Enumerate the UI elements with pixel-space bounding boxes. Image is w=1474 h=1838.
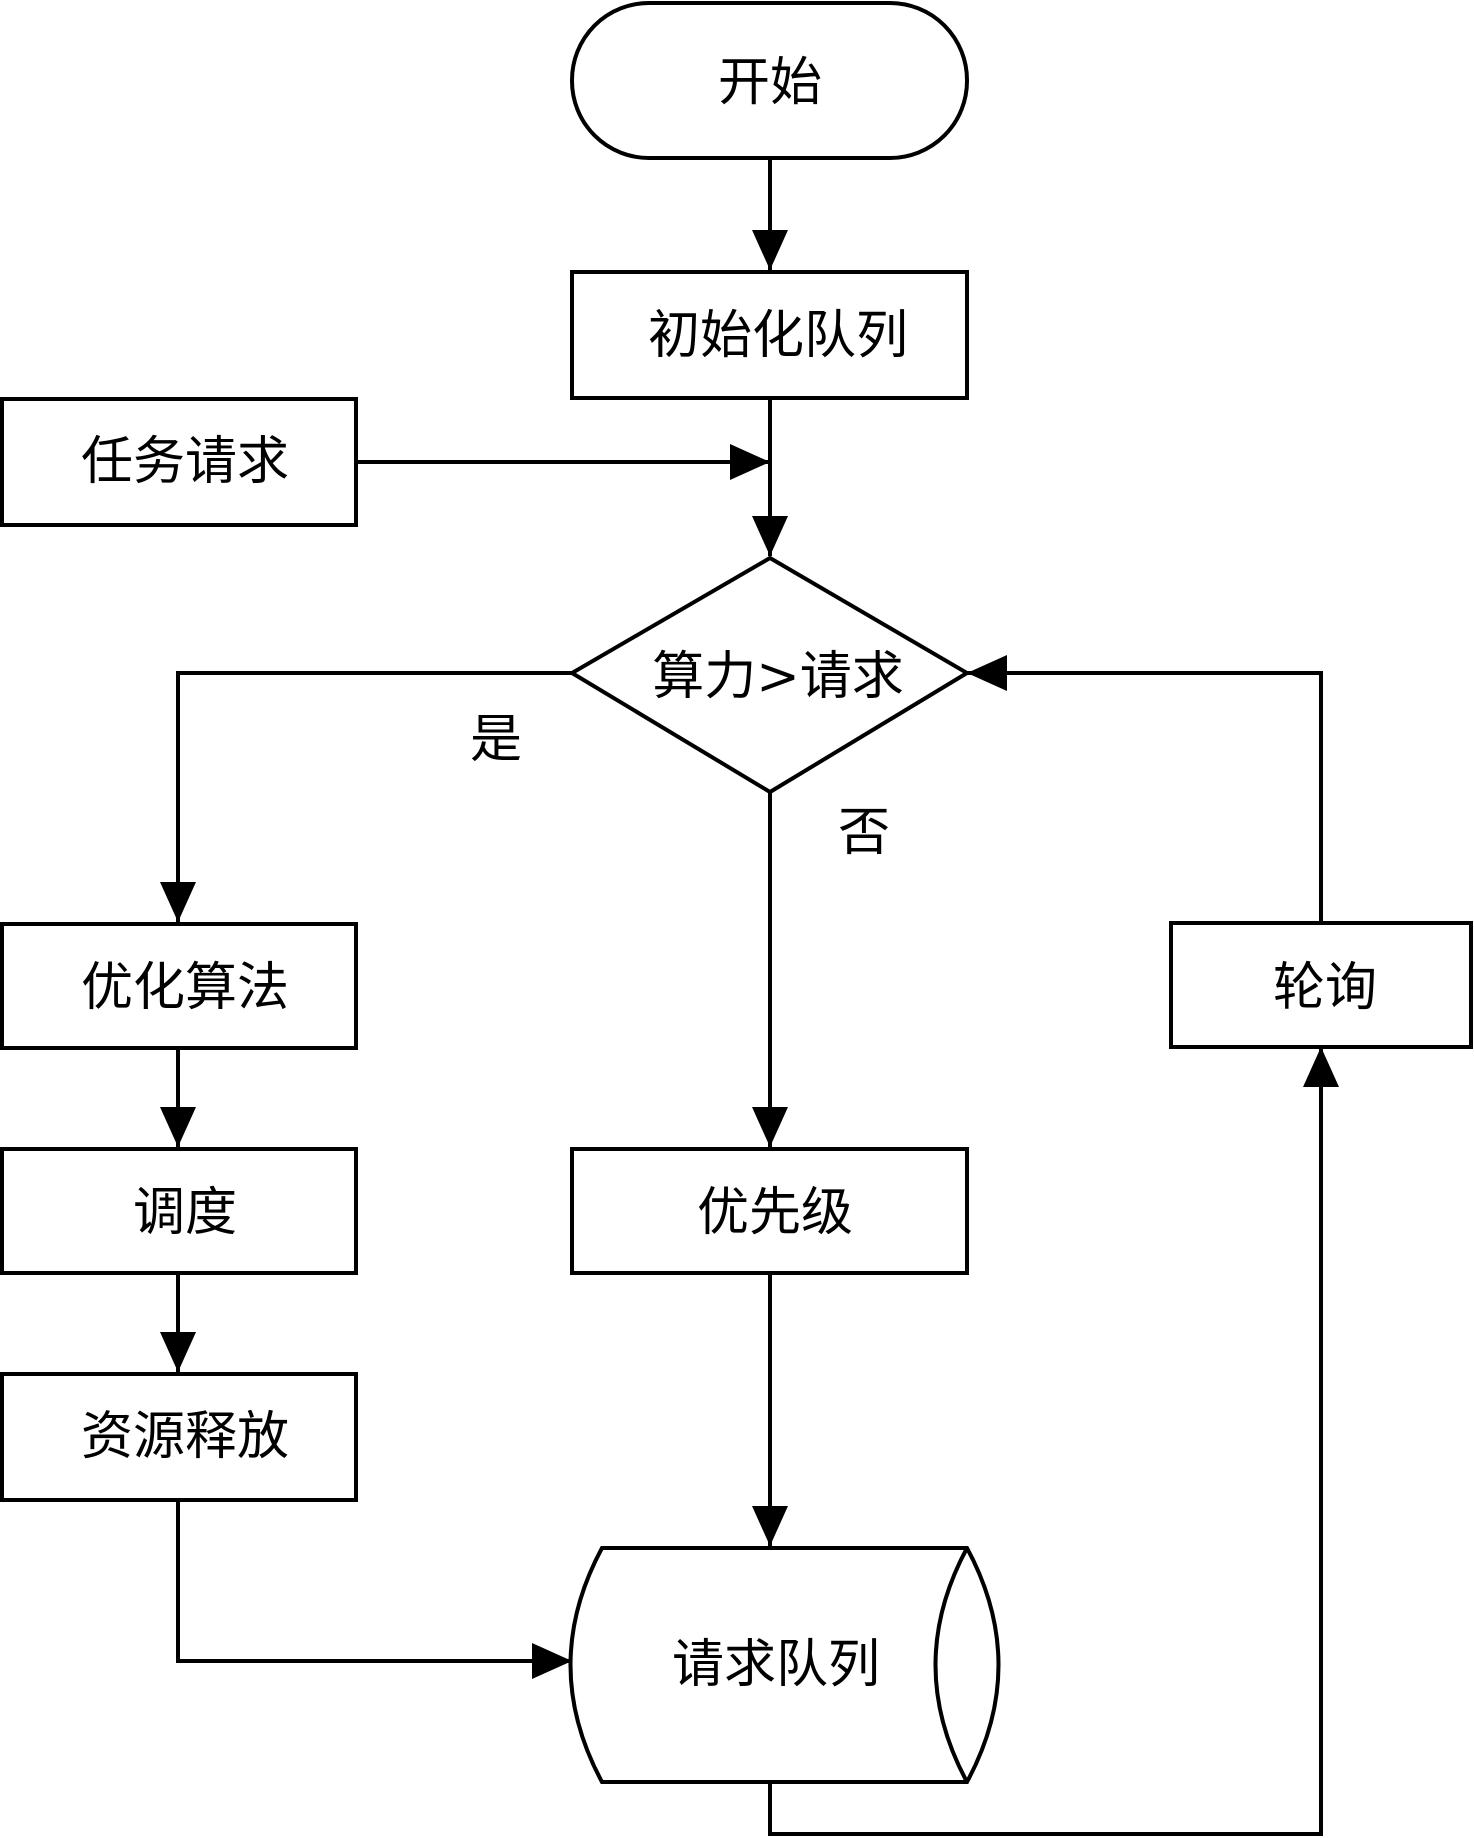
decision-label: 算力>请求	[652, 647, 904, 707]
optimize-box	[0, 922, 358, 1050]
node-init-queue: 初始化队列	[570, 270, 969, 400]
node-request-queue: 请求队列	[568, 1546, 1001, 1784]
node-start: 开始	[570, 1, 969, 160]
request-queue-label: 请求队列	[672, 1635, 880, 1695]
edge-label-yes: 是	[470, 710, 522, 770]
init-queue-label: 初始化队列	[648, 306, 908, 366]
edge-release-to-request-queue	[176, 1500, 572, 1679]
schedule-box	[0, 1147, 358, 1275]
init-queue-box	[570, 270, 969, 400]
node-optimize: 优化算法	[0, 922, 358, 1050]
decision-diamond	[568, 555, 971, 795]
node-task-request: 任务请求	[0, 397, 358, 527]
node-schedule: 调度	[0, 1147, 358, 1275]
polling-box	[1169, 921, 1473, 1049]
schedule-label: 调度	[133, 1183, 237, 1243]
release-box	[0, 1372, 358, 1502]
polling-label: 轮询	[1273, 958, 1377, 1018]
priority-label: 优先级	[697, 1183, 853, 1243]
edge-label-no: 否	[838, 803, 890, 863]
priority-box	[570, 1147, 969, 1275]
node-priority: 优先级	[570, 1147, 969, 1275]
task-request-box	[0, 397, 358, 527]
node-release: 资源释放	[0, 1372, 358, 1502]
edge-polling-to-decision	[967, 655, 1323, 921]
node-polling: 轮询	[1169, 921, 1473, 1049]
start-terminator-shape	[570, 1, 969, 160]
edge-request-queue-to-polling	[768, 1047, 1339, 1836]
release-label: 资源释放	[81, 1407, 289, 1467]
start-label: 开始	[718, 53, 822, 113]
edge-decision-yes-to-optimize	[160, 671, 572, 922]
task-request-label: 任务请求	[81, 432, 289, 492]
connectors	[160, 158, 1339, 1836]
optimize-label: 优化算法	[81, 958, 289, 1018]
node-decision: 算力>请求	[568, 555, 971, 795]
request-queue-storage-inner-curve	[933, 1547, 969, 1783]
